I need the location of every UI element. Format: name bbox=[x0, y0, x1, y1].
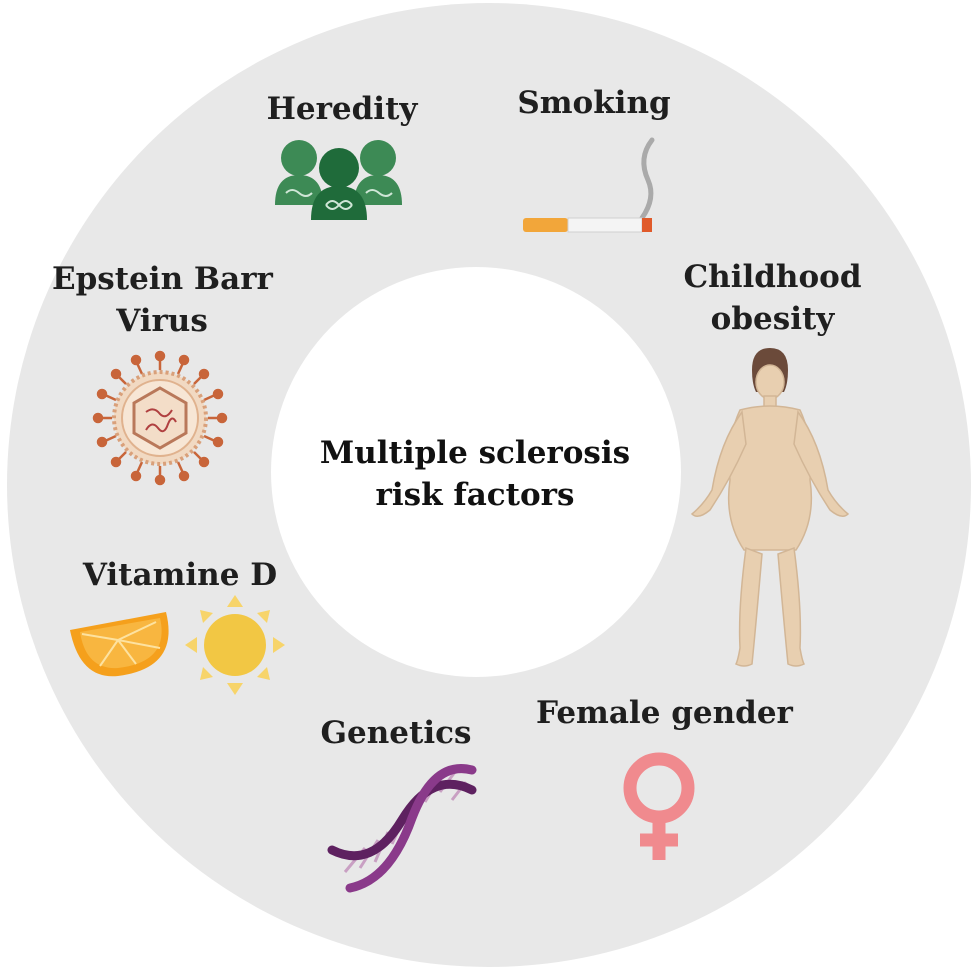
virus-icon bbox=[92, 350, 228, 486]
center-title-line1: Multiple sclerosis bbox=[319, 435, 631, 471]
center-title: Multiple sclerosis risk factors bbox=[305, 432, 645, 516]
female-gender-label: Female gender bbox=[536, 695, 793, 731]
female-symbol-icon bbox=[623, 752, 695, 860]
dna-helix-icon bbox=[327, 764, 477, 893]
cigarette-icon bbox=[523, 137, 655, 233]
childhood-obesity-label-line1: Childhood bbox=[683, 259, 862, 295]
epstein-barr-label-line1: Epstein Barr bbox=[52, 261, 273, 297]
epstein-barr-label-line2: Virus bbox=[116, 303, 208, 339]
vitamin-d-label: Vitamine D bbox=[82, 557, 278, 593]
genetics-label: Genetics bbox=[320, 715, 472, 751]
sun-icon bbox=[185, 595, 285, 695]
center-title-line2: risk factors bbox=[375, 477, 575, 513]
child-figure-icon bbox=[690, 348, 850, 667]
childhood-obesity-label-line2: obesity bbox=[710, 301, 835, 337]
smoking-label: Smoking bbox=[517, 85, 671, 121]
heredity-people-icon bbox=[275, 140, 402, 220]
heredity-label: Heredity bbox=[266, 91, 418, 127]
orange-slice-icon bbox=[70, 612, 169, 677]
inner-circle bbox=[271, 267, 681, 677]
